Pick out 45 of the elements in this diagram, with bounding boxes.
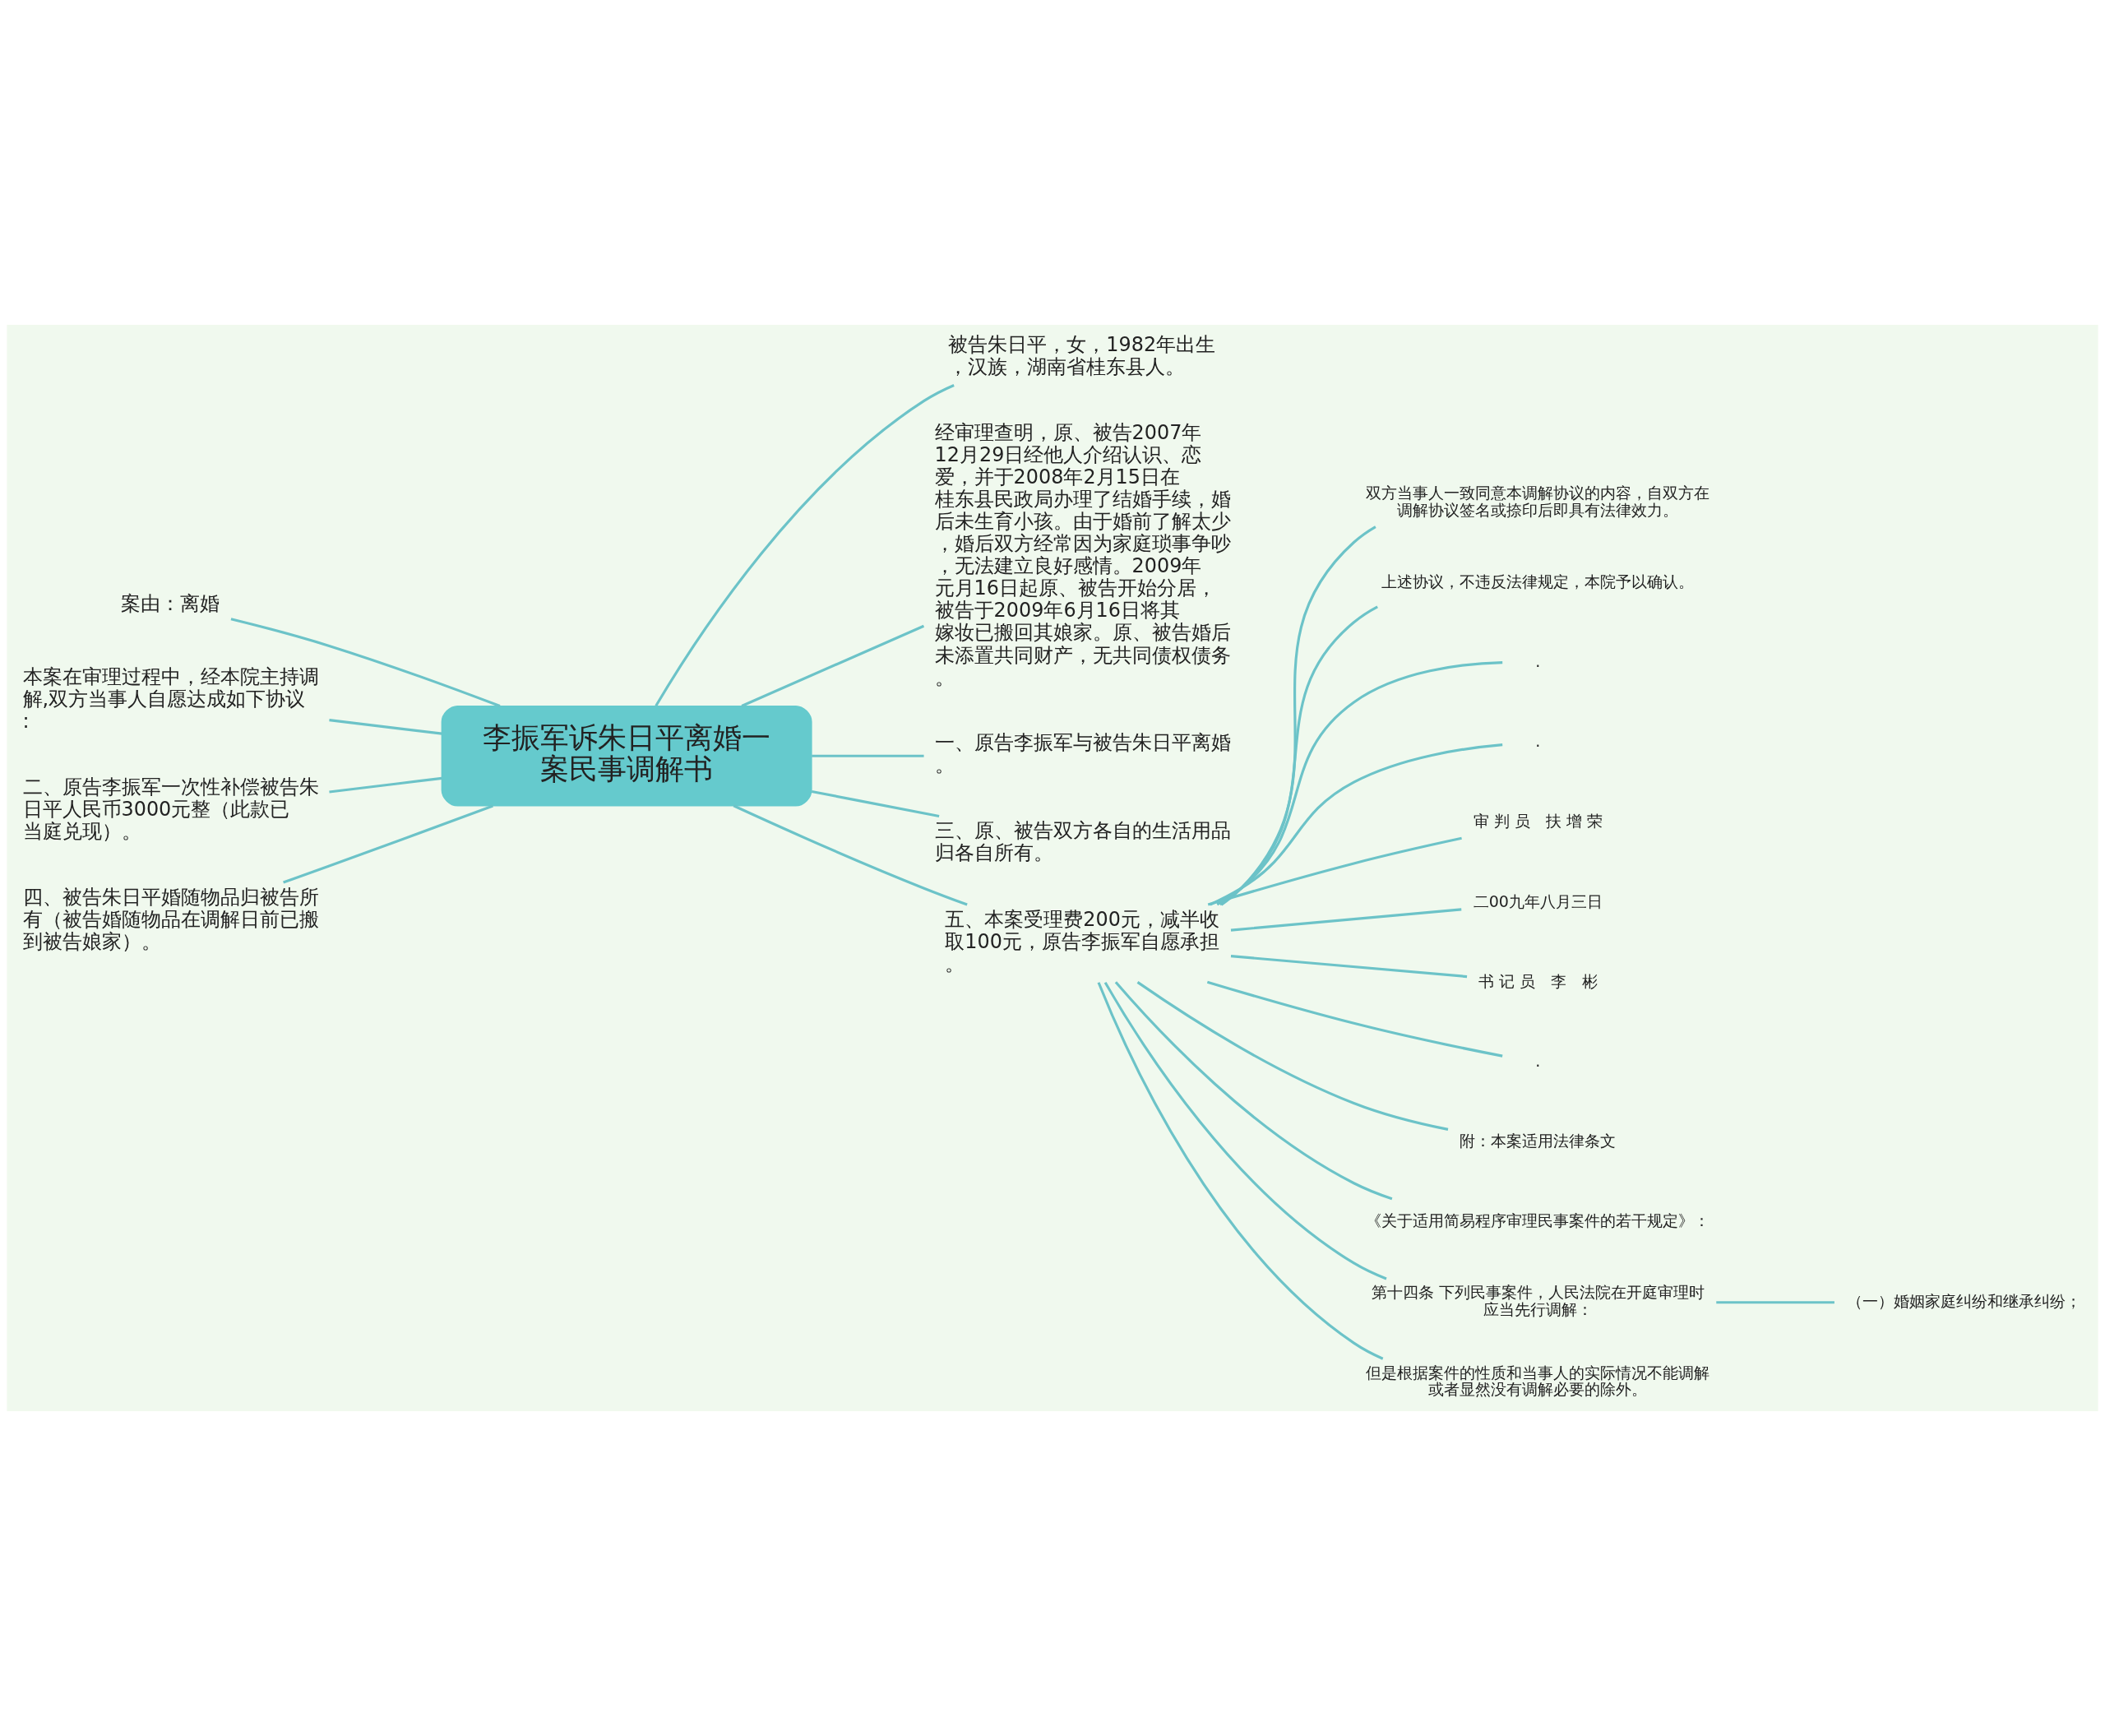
node-text: 案由：离婚 (121, 591, 220, 615)
node-text: 书 记 员 李 彬 (1478, 971, 1598, 991)
connector (230, 618, 501, 708)
connector (1097, 982, 1384, 1360)
connector (1230, 955, 1468, 979)
connector (1219, 605, 1378, 906)
connector (741, 624, 925, 707)
node-text: 四、被告朱日平婚随物品归被告所有（被告婚随物品在调解日前已搬到被告娘家）。 (22, 885, 319, 953)
connector (1216, 660, 1503, 906)
node-text: 被告朱日平，女，1982年出生，汉族，湖南省桂东县人。 (948, 332, 1216, 378)
connector (733, 804, 968, 906)
connector (283, 804, 493, 884)
node-text: 三、原、被告双方各自的生活用品归各自所有。 (934, 819, 1231, 865)
node-text: 二、原告李振军一次性补偿被告朱日平人民币3000元整（此款已当庭兑现）。 (22, 775, 319, 843)
node-text: 经审理查明，原、被告2007年12月29日经他人介绍认识、恋爱，并于2008年2月15日在桂东县民政局办理了结婚手续，婚后未生育小孩。由于婚前了解太少，婚后双方经常因为家庭琐事争吵，无法建立良好感情。2009年元月16日起原、被告开始分居，被告于2009年6月16日将其嫁妆已搬回其娘家。原、被告婚后未添置共同财产，无共同债权债务。 (934, 420, 1231, 689)
connector (1220, 525, 1376, 906)
connector (1207, 836, 1462, 906)
connector (655, 384, 955, 707)
connector (1136, 981, 1449, 1131)
node-text: . (1535, 652, 1541, 672)
node-box: 李振军诉朱日平离婚一案民事调解书 (441, 705, 812, 807)
node-text: 双方当事人一致同意本调解协议的内容，自双方在调解协议签名或捺印后即具有法律效力。 (1366, 484, 1710, 521)
node-text: 二00九年八月三日 (1473, 891, 1603, 911)
connector (1114, 981, 1393, 1201)
node-text: 五、本案受理费200元，减半收取100元，原告李振军自愿承担。 (945, 907, 1219, 975)
connector (329, 776, 442, 794)
node-text: 审 判 员 扶 增 荣 (1473, 812, 1603, 831)
node-text: 上述协议，不违反法律规定，本院予以确认。 (1381, 572, 1695, 591)
node-text: . (1535, 1052, 1541, 1072)
connector (1716, 1301, 1834, 1304)
connector (1230, 908, 1462, 932)
node-text: 但是根据案件的性质和当事人的实际情况不能调解或者显然没有调解必要的除外。 (1366, 1363, 1710, 1400)
connector (1206, 980, 1503, 1058)
node-text: 本案在审理过程中，经本院主持调解,双方当事人自愿达成如下协议: (22, 664, 319, 733)
node-text: （一）婚姻家庭纠纷和继承纠纷； (1846, 1291, 2081, 1311)
connector (1210, 743, 1503, 906)
connector (1103, 981, 1387, 1280)
connector (812, 754, 924, 757)
node-text: . (1535, 732, 1541, 752)
connector (811, 789, 940, 818)
node-text: 附：本案适用法律条文 (1460, 1132, 1617, 1151)
connector (329, 718, 442, 735)
node-text: 第十四条 下列民事案件，人民法院在开庭审理时应当先行调解： (1371, 1283, 1705, 1320)
node-text: 《关于适用简易程序审理民事案件的若干规定》： (1366, 1211, 1710, 1231)
node-text: 一、原告李振军与被告朱日平离婚。 (934, 731, 1231, 777)
